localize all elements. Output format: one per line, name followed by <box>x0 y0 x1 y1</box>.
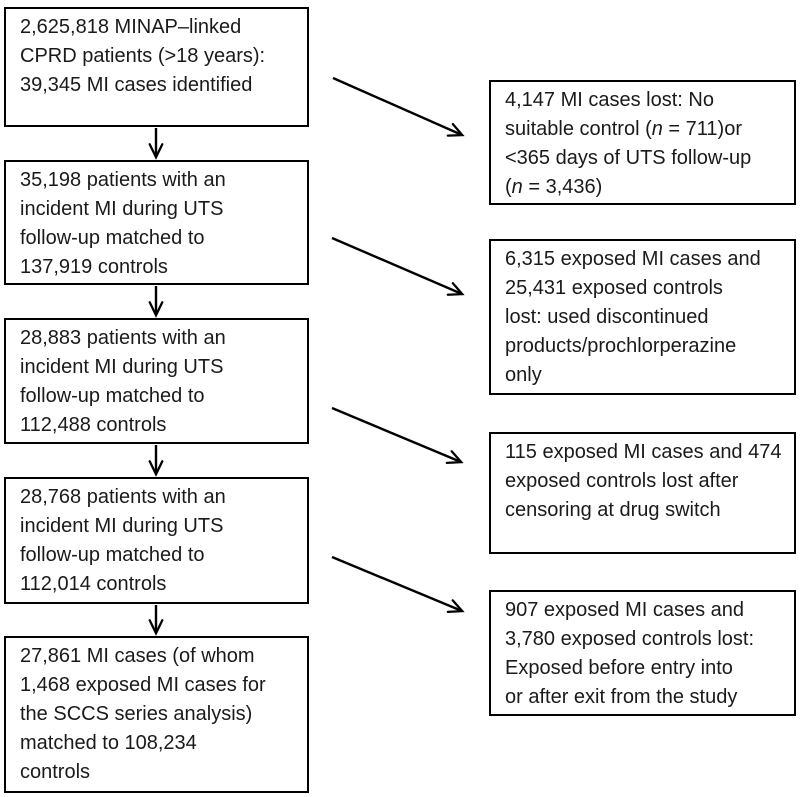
exclusion-box-drug-switch: 115 exposed MI cases and 474 exposed con… <box>489 432 796 554</box>
arrow-to-exclusion-3 <box>331 406 464 465</box>
flow-box-cohort-text: 2,625,818 MINAP–linked CPRD patients (>1… <box>20 16 266 96</box>
exclusion-box-exposed-outside-study: 907 exposed MI cases and 3,780 exposed c… <box>489 590 796 716</box>
text-segment: <365 days of UTS follow-up <box>505 147 752 169</box>
text-segment: suitable control ( <box>505 118 652 140</box>
text-segment: = 3,436) <box>522 176 603 198</box>
flow-box-matched-2-text: 28,883 patients with an incident MI duri… <box>20 327 226 436</box>
flow-box-matched-2: 28,883 patients with an incident MI duri… <box>4 318 309 444</box>
arrow-to-exclusion-2 <box>331 236 465 296</box>
arrow-to-exclusion-4 <box>331 555 465 614</box>
exclusion-box-drug-switch-text: 115 exposed MI cases and 474 exposed con… <box>505 441 782 521</box>
flow-box-final-analysis-text: 27,861 MI cases (of whom 1,468 exposed M… <box>20 645 266 783</box>
flow-box-matched-3-text: 28,768 patients with an incident MI duri… <box>20 486 226 595</box>
exclusion-box-exposed-outside-study-text: 907 exposed MI cases and 3,780 exposed c… <box>505 599 755 708</box>
arrow-to-exclusion-1 <box>332 76 465 137</box>
flow-box-matched-1-text: 35,198 patients with an incident MI duri… <box>20 169 226 278</box>
exclusion-box-discontinued-products: 6,315 exposed MI cases and 25,431 expose… <box>489 239 796 395</box>
exclusion-box-no-control-text: 4,147 MI cases lost: No suitable control… <box>491 82 794 202</box>
flow-box-cohort: 2,625,818 MINAP–linked CPRD patients (>1… <box>4 7 309 127</box>
flow-box-final-analysis: 27,861 MI cases (of whom 1,468 exposed M… <box>4 636 309 793</box>
exclusion-box-no-control: 4,147 MI cases lost: No suitable control… <box>489 80 796 205</box>
italic-n-text: n <box>651 118 663 140</box>
italic-n-text: n <box>511 176 523 198</box>
flow-box-matched-3: 28,768 patients with an incident MI duri… <box>4 477 309 604</box>
text-segment: 4,147 MI cases lost: No <box>505 89 714 111</box>
flow-box-matched-1: 35,198 patients with an incident MI duri… <box>4 160 309 285</box>
exclusion-box-discontinued-products-text: 6,315 exposed MI cases and 25,431 expose… <box>505 248 761 386</box>
text-segment: = 711)or <box>662 118 742 140</box>
text-segment: ( <box>505 176 512 198</box>
